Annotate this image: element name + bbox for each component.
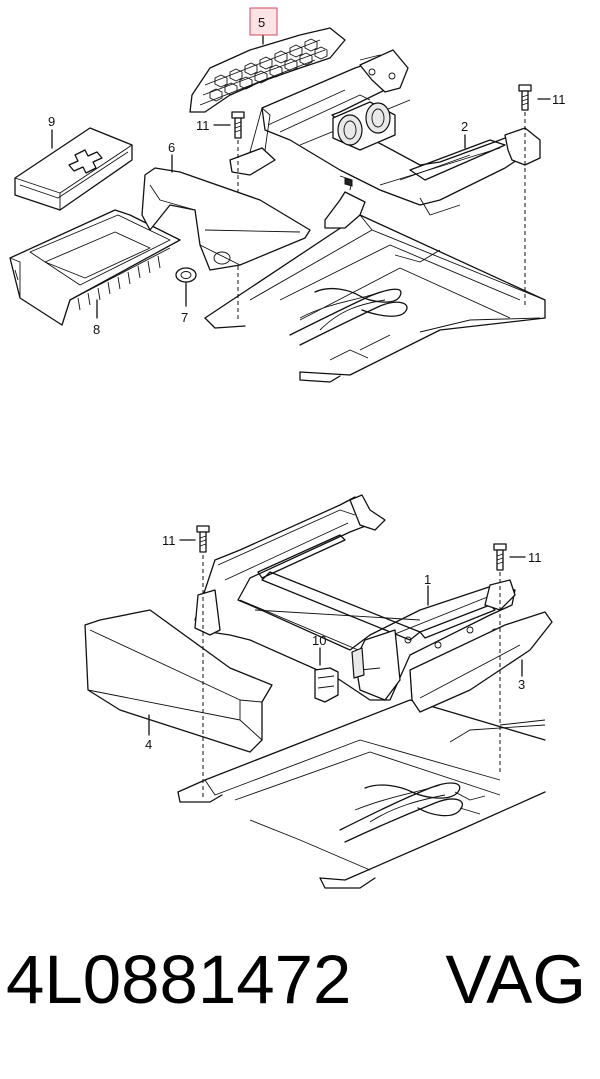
callout-1: 1 (424, 572, 431, 587)
callout-11-top-left: 11 (196, 118, 210, 133)
floor-panel-top (204, 214, 546, 383)
first-aid-kit (14, 127, 133, 211)
front-cover (84, 609, 273, 753)
under-seat-cover (141, 167, 311, 271)
top-diagram: 5 9 6 2 11 11 7 8 (9, 7, 566, 383)
honeycomb-cover (189, 27, 346, 113)
bottom-diagram: 1 3 4 10 11 11 (84, 494, 553, 889)
callout-5-highlight (249, 7, 278, 36)
callout-2: 2 (461, 119, 468, 134)
leaders-top (51, 34, 551, 319)
leaders-bottom (148, 539, 526, 736)
callout-9: 9 (48, 114, 55, 129)
grommet (175, 267, 197, 283)
callout-10: 10 (312, 633, 326, 648)
callout-5: 5 (258, 15, 265, 30)
floor-panel-bottom (177, 699, 546, 889)
seat-frame-bottom (194, 494, 516, 701)
callout-11-top-right: 11 (552, 92, 566, 107)
bolt-bottom-right (493, 543, 507, 775)
callout-11-bottom-left: 11 (162, 533, 176, 548)
bolt-top-right (518, 84, 532, 305)
callout-8: 8 (93, 322, 100, 337)
bolt-top-left (231, 111, 245, 320)
side-cover (409, 611, 553, 713)
part-number: 4L0881472 (6, 941, 352, 1018)
brand-name: VAG (445, 941, 586, 1018)
footer: 4L0881472 VAG (0, 945, 600, 1045)
callout-3: 3 (518, 677, 525, 692)
callout-6: 6 (168, 140, 175, 155)
bolt-bottom-left (196, 525, 210, 800)
bracket (314, 667, 339, 703)
callout-11-bottom-right: 11 (528, 550, 542, 565)
callout-7: 7 (181, 310, 188, 325)
storage-tray (9, 209, 181, 326)
seat-frame-top (229, 49, 541, 229)
callout-4: 4 (145, 737, 152, 752)
